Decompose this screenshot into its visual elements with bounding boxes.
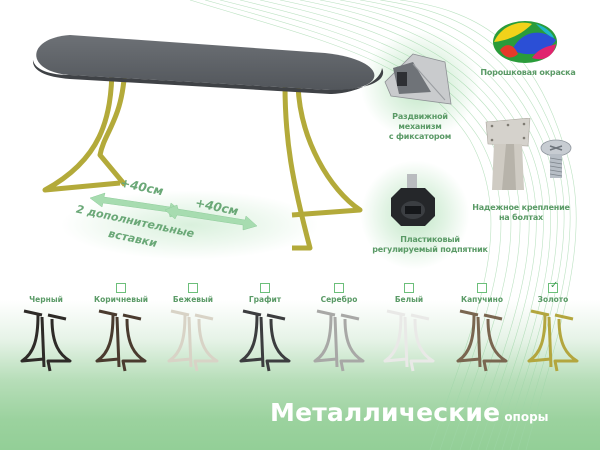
color-name: Бежевый bbox=[172, 295, 214, 304]
color-name: Графит bbox=[248, 295, 282, 304]
color-option-black[interactable]: Черный bbox=[11, 283, 81, 373]
table-illustration bbox=[32, 35, 384, 251]
feature-label-line2: регулируемый подпятник bbox=[372, 245, 488, 254]
color-option-gold[interactable]: ✓ Золото bbox=[518, 280, 588, 373]
feature-label-line2: с фиксатором bbox=[388, 132, 452, 141]
extension-arrows bbox=[89, 192, 258, 231]
color-name: Черный bbox=[29, 295, 63, 304]
leg-preview-white bbox=[383, 309, 435, 372]
color-checkbox[interactable] bbox=[334, 283, 344, 293]
leg-preview-silver bbox=[313, 309, 365, 372]
color-checkbox[interactable] bbox=[404, 283, 414, 293]
bolt-image bbox=[540, 139, 572, 178]
mounting-plate-image bbox=[485, 118, 531, 190]
leg-preview-brown bbox=[95, 309, 147, 372]
color-checkbox[interactable] bbox=[260, 283, 270, 293]
feature-label-line2: на болтах bbox=[498, 213, 544, 222]
color-checkbox[interactable] bbox=[188, 283, 198, 293]
feature-label-line1: Раздвижной механизм bbox=[392, 112, 448, 131]
feature-label-line1: Пластиковый bbox=[400, 235, 460, 244]
color-checkbox[interactable] bbox=[477, 283, 487, 293]
color-option-graphite[interactable]: Графит bbox=[230, 283, 300, 373]
color-option-white[interactable]: Белый bbox=[374, 283, 444, 373]
color-name: Белый bbox=[394, 295, 424, 304]
color-option-cappuccino[interactable]: Капучино bbox=[447, 283, 517, 373]
sliding-mechanism-image bbox=[384, 53, 452, 105]
leg-preview-cappuccino bbox=[456, 309, 508, 372]
leg-preview-graphite bbox=[239, 309, 291, 372]
color-name: Капучино bbox=[460, 295, 503, 304]
feature-label: Надежное крепление на болтах bbox=[466, 203, 576, 223]
feature-label-line1: Надежное крепление bbox=[472, 203, 570, 212]
leg-preview-black bbox=[20, 309, 72, 372]
feature-label: Порошковая окраска bbox=[480, 68, 576, 77]
title-main: Металлические bbox=[270, 398, 501, 427]
color-name: Золото bbox=[537, 295, 569, 304]
color-option-beige[interactable]: Бежевый bbox=[158, 283, 228, 373]
leg-preview-gold bbox=[527, 309, 579, 372]
title-sub: опоры bbox=[504, 410, 549, 424]
adjustable-foot-image bbox=[391, 174, 435, 226]
feature-label: Пластиковый регулируемый подпятник bbox=[370, 235, 490, 255]
color-checkbox[interactable] bbox=[116, 283, 126, 293]
powder-coating-image bbox=[493, 21, 557, 63]
color-name: Серебро bbox=[320, 295, 358, 304]
checkmark-icon: ✓ bbox=[550, 280, 559, 291]
color-option-silver[interactable]: Серебро bbox=[304, 283, 374, 373]
color-option-brown[interactable]: Коричневый bbox=[86, 283, 156, 373]
feature-label: Раздвижной механизм с фиксатором bbox=[370, 112, 470, 142]
checkbox-placeholder bbox=[41, 283, 51, 293]
color-name: Коричневый bbox=[93, 295, 149, 304]
leg-preview-beige bbox=[167, 309, 219, 372]
color-checkbox-checked[interactable]: ✓ bbox=[548, 280, 559, 293]
